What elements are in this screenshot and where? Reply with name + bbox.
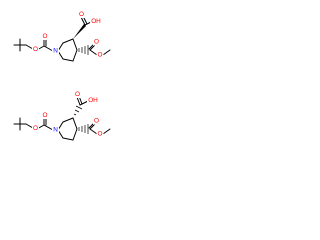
bond bbox=[79, 100, 89, 106]
bond bbox=[25, 123, 34, 129]
bond bbox=[89, 49, 98, 56]
nitrogen-atom: N bbox=[53, 48, 58, 55]
bond bbox=[43, 124, 54, 131]
bond bbox=[102, 49, 111, 56]
oxygen-atom: O bbox=[94, 118, 99, 125]
hydroxyl-group: OH bbox=[91, 18, 101, 25]
bond bbox=[62, 38, 74, 44]
bond bbox=[62, 137, 74, 141]
oxygen-atom: O bbox=[75, 91, 80, 98]
bond bbox=[76, 96, 81, 106]
oxygen-atom: O bbox=[98, 52, 103, 59]
oxygen-atom: O bbox=[33, 46, 38, 53]
bond bbox=[62, 58, 74, 62]
hashed-bond bbox=[73, 105, 83, 116]
oxygen-atom: O bbox=[94, 39, 99, 46]
oxygen-atom: O bbox=[79, 11, 84, 18]
bond bbox=[25, 44, 34, 50]
structure-canvas: O O N O OH O O bbox=[13, 11, 111, 141]
hashed-bond bbox=[78, 45, 89, 55]
hydroxyl-group: OH bbox=[88, 97, 98, 104]
bond bbox=[72, 38, 78, 51]
bond bbox=[43, 45, 54, 52]
oxygen-atom: O bbox=[43, 112, 48, 119]
bond bbox=[72, 128, 78, 141]
hashed-bond bbox=[78, 124, 89, 134]
molecule-2: O O N O OH O O bbox=[13, 91, 111, 141]
oxygen-atom: O bbox=[43, 33, 48, 40]
molecule-1: O O N O OH O O bbox=[13, 11, 111, 62]
bond bbox=[89, 128, 98, 135]
wedge-bond bbox=[73, 24, 86, 39]
nitrogen-atom: N bbox=[53, 127, 58, 134]
oxygen-atom: O bbox=[98, 131, 103, 138]
bond bbox=[102, 128, 111, 135]
bond bbox=[62, 117, 74, 123]
bond bbox=[80, 16, 86, 26]
oxygen-atom: O bbox=[33, 125, 38, 132]
bond bbox=[72, 117, 78, 130]
bond bbox=[72, 49, 78, 62]
